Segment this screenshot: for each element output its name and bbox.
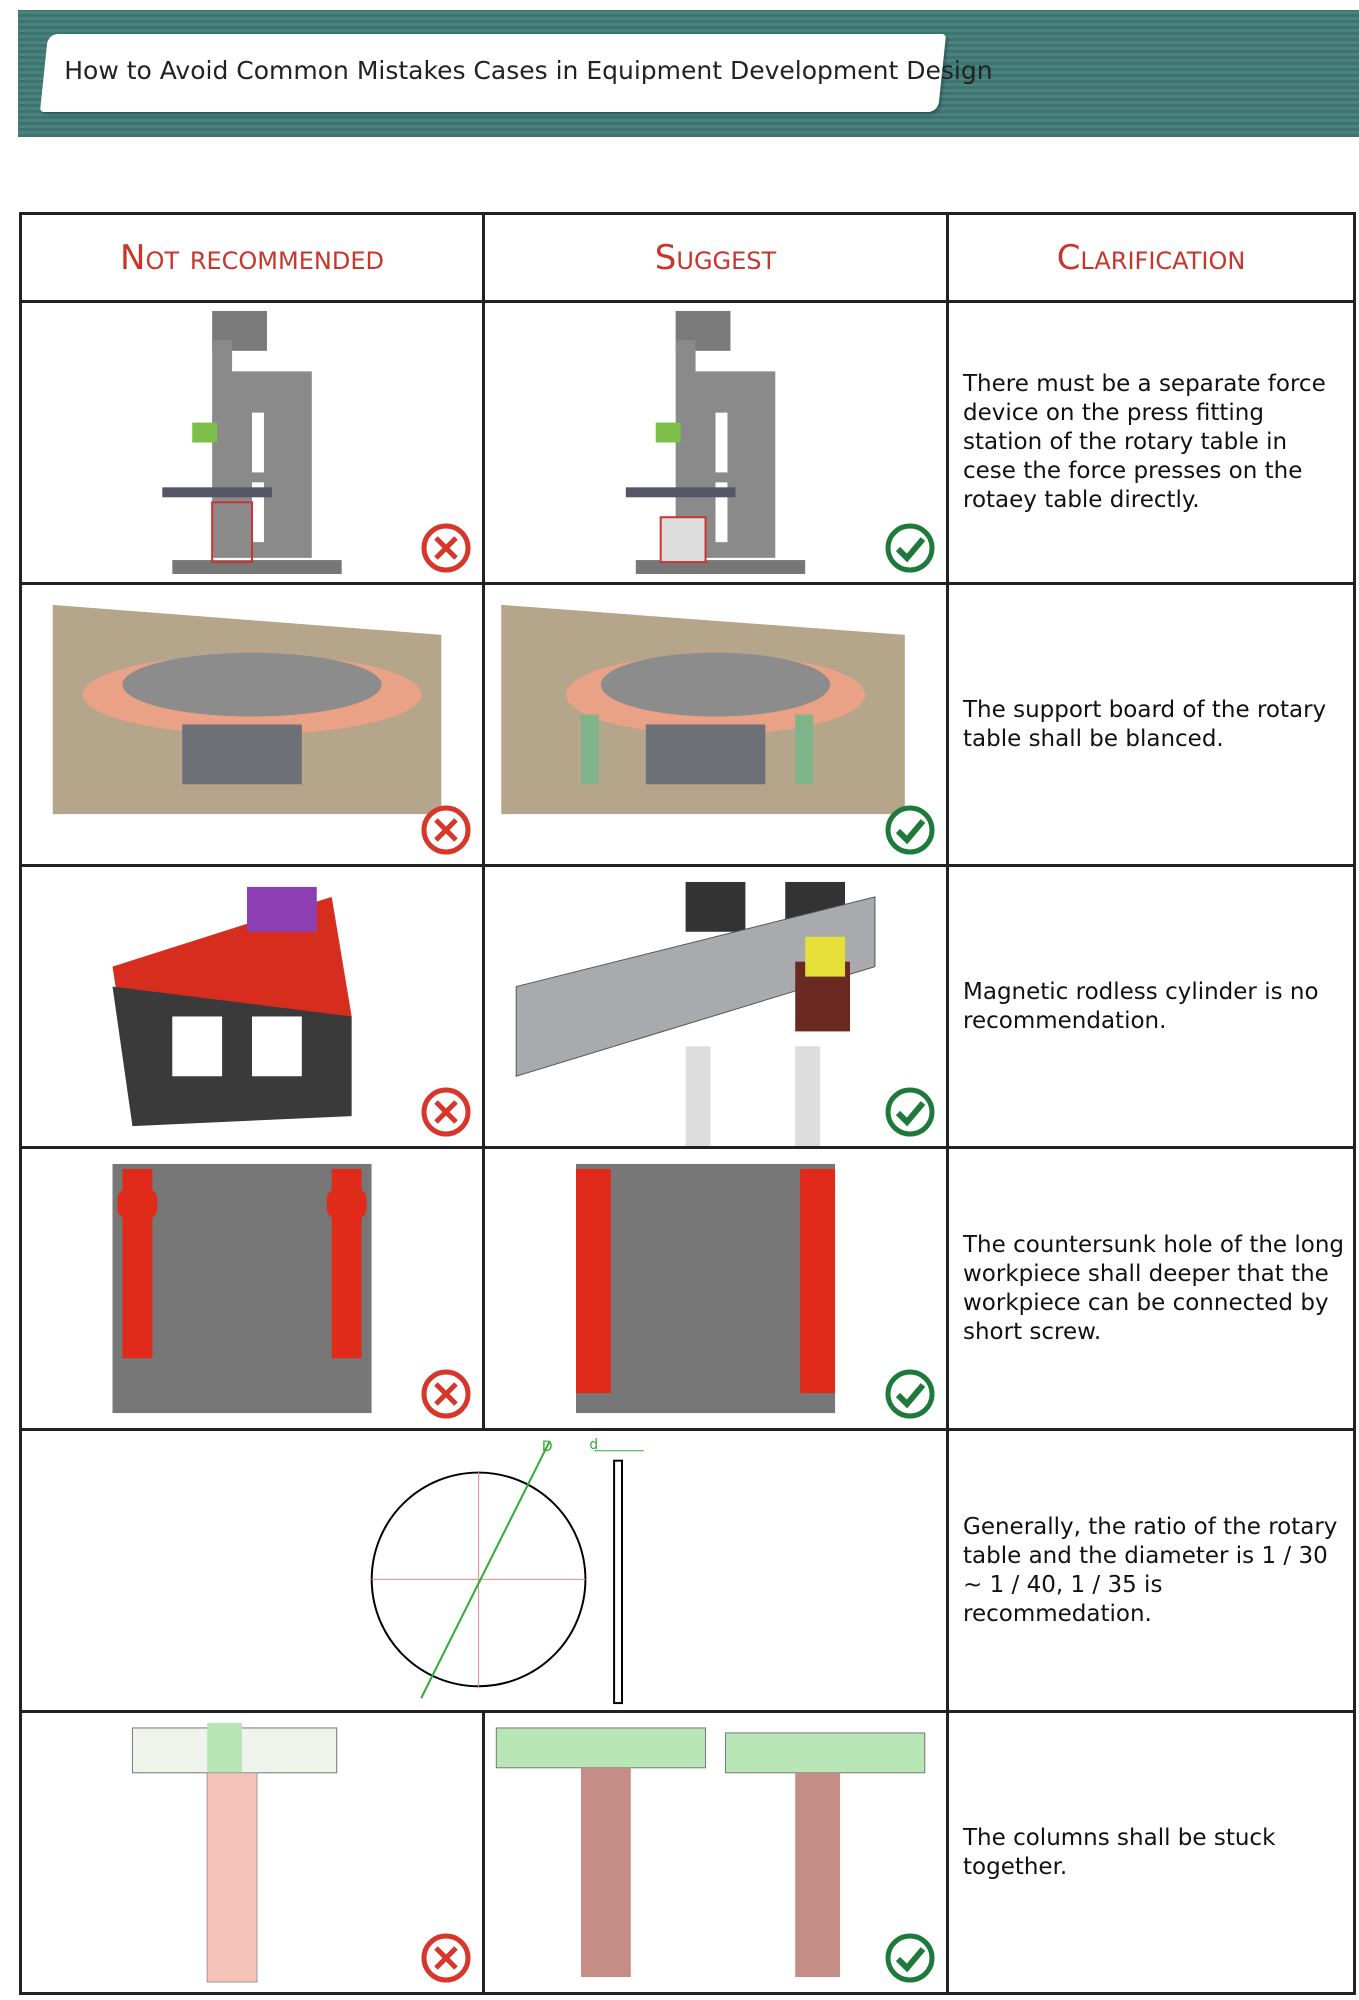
x-circle-icon	[421, 1933, 471, 1983]
col-not-recommended: Not recommended	[19, 212, 485, 303]
table-row: The support board of the rotary table sh…	[19, 582, 1356, 867]
suggest-cell	[482, 582, 949, 867]
label-d: d	[589, 1437, 598, 1453]
suggest-cell	[482, 1710, 949, 1995]
x-circle-icon	[421, 1087, 471, 1137]
clarification-text: The columns shall be stuck together.	[946, 1710, 1356, 1995]
not-recommended-cell	[19, 1710, 485, 1995]
page-title: How to Avoid Common Mistakes Cases in Eq…	[64, 56, 993, 85]
table-row: The countersunk hole of the long workpie…	[19, 1146, 1356, 1431]
table-row: Magnetic rodless cylinder is no recommen…	[19, 864, 1356, 1149]
check-circle-icon	[885, 1087, 935, 1137]
table-row: The columns shall be stuck together.	[19, 1710, 1356, 1995]
suggest-cell	[482, 300, 949, 585]
check-circle-icon	[885, 1933, 935, 1983]
title-banner: How to Avoid Common Mistakes Cases in Eq…	[39, 34, 993, 112]
not-recommended-cell	[19, 300, 485, 585]
x-circle-icon	[421, 1369, 471, 1419]
clarification-text: Generally, the ratio of the rotary table…	[946, 1428, 1356, 1713]
clarification-text: The support board of the rotary table sh…	[946, 582, 1356, 867]
clarification-text: There must be a separate force device on…	[946, 300, 1356, 585]
x-circle-icon	[421, 805, 471, 855]
check-circle-icon	[885, 805, 935, 855]
suggest-cell	[482, 1146, 949, 1431]
label-D: D	[542, 1439, 553, 1455]
suggest-cell	[482, 864, 949, 1149]
not-recommended-cell	[19, 1146, 485, 1431]
clarification-text: Magnetic rodless cylinder is no recommen…	[946, 864, 1356, 1149]
table-row: There must be a separate force device on…	[19, 300, 1356, 585]
x-circle-icon	[421, 523, 471, 573]
col-clarification: Clarification	[946, 212, 1356, 303]
col-suggest: Suggest	[482, 212, 949, 303]
comparison-table: Not recommended Suggest Clarification Th…	[19, 212, 1356, 1995]
header-row: Not recommended Suggest Clarification	[19, 212, 1356, 303]
not-recommended-cell	[19, 582, 485, 867]
not-recommended-cell	[19, 864, 485, 1149]
clarification-text: The countersunk hole of the long workpie…	[946, 1146, 1356, 1431]
check-circle-icon	[885, 1369, 935, 1419]
check-circle-icon	[885, 523, 935, 573]
